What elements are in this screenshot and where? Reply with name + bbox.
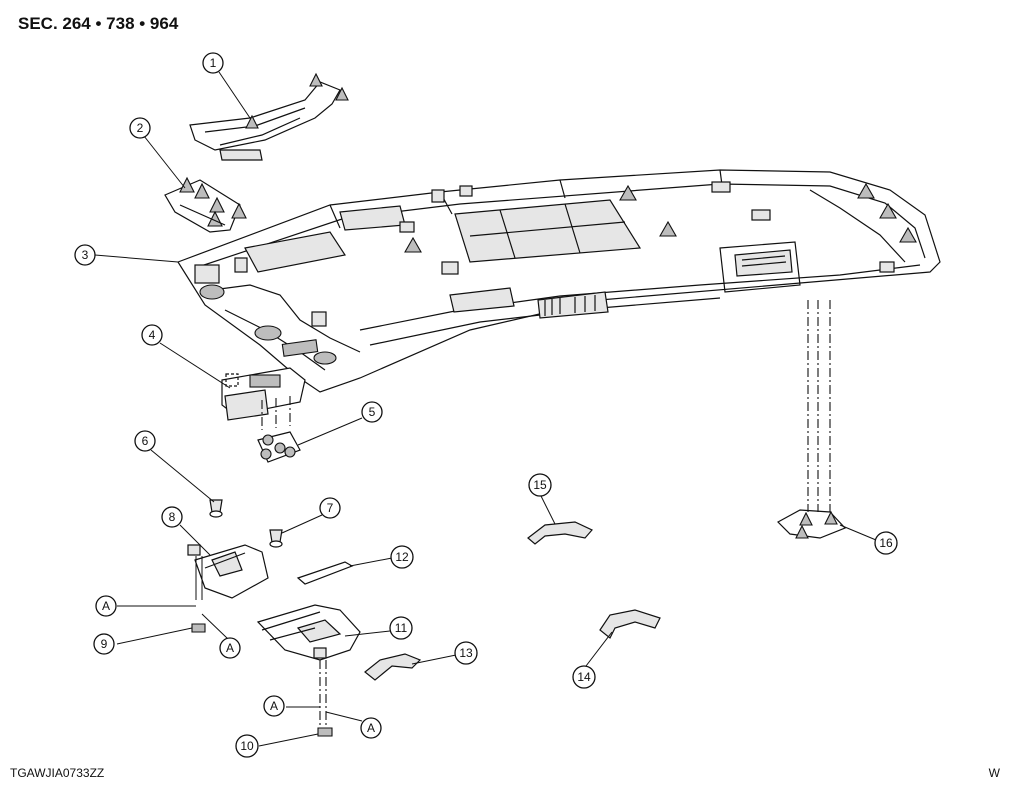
callout-6: 6 — [134, 430, 156, 452]
ref-a-1: A — [95, 595, 117, 617]
callout-10-label: 10 — [240, 739, 254, 753]
figure-code: TGAWJIA0733ZZ — [10, 766, 105, 780]
callout-12-label: 12 — [395, 550, 409, 564]
callout-2: 2 — [129, 117, 151, 139]
callout-2-label: 2 — [137, 121, 144, 135]
callout-15: 15 — [528, 473, 552, 497]
headlining-panel — [177, 169, 941, 393]
callout-11: 11 — [389, 616, 413, 640]
callout-5: 5 — [361, 401, 383, 423]
ref-a-4: A — [360, 717, 382, 739]
ref-a-1-label: A — [102, 599, 110, 613]
part-4-map-lamp — [221, 367, 306, 430]
callout-14-label: 14 — [577, 670, 591, 684]
callout-16-label: 16 — [879, 536, 893, 550]
callout-5-label: 5 — [369, 405, 376, 419]
ref-a-4-label: A — [367, 721, 375, 735]
part-11-sun-visor — [256, 604, 361, 737]
callout-3: 3 — [74, 244, 96, 266]
callout-11-label: 11 — [395, 621, 408, 635]
ref-a-3: A — [263, 695, 285, 717]
callout-8: 8 — [161, 506, 183, 528]
callout-10: 10 — [235, 734, 259, 758]
part-15-assist-grip — [527, 521, 593, 545]
ref-a-3-label: A — [270, 699, 278, 713]
callout-8-label: 8 — [169, 510, 176, 524]
callout-4: 4 — [141, 324, 163, 346]
section-title: SEC. 264 • 738 • 964 — [18, 14, 179, 33]
part-16-room-lamp — [777, 300, 847, 539]
part-1-roof-bracket — [189, 72, 349, 161]
callout-9: 9 — [93, 633, 115, 655]
callout-13-label: 13 — [459, 646, 473, 660]
callout-13: 13 — [454, 641, 478, 665]
callout-14: 14 — [572, 665, 596, 689]
callout-7: 7 — [319, 497, 341, 519]
callout-1-label: 1 — [210, 56, 217, 70]
callout-3-label: 3 — [82, 248, 89, 262]
part-5-clips — [257, 431, 301, 463]
callout-4-label: 4 — [149, 328, 156, 342]
callout-1: 1 — [202, 52, 224, 74]
corner-mark: W — [988, 766, 1000, 780]
callout-6-label: 6 — [142, 434, 149, 448]
ref-a-2: A — [219, 637, 241, 659]
ref-a-2-label: A — [226, 641, 234, 655]
callout-9-label: 9 — [101, 637, 108, 651]
part-7-clip — [269, 529, 283, 548]
part-13-assist-grip — [364, 653, 422, 681]
part-6-clip — [209, 499, 223, 518]
callout-12: 12 — [390, 545, 414, 569]
part-14-assist-grip — [599, 609, 661, 639]
part-2-lamp-bracket — [164, 176, 247, 233]
leader-lines — [94, 71, 877, 747]
part-8-sun-visor — [187, 544, 269, 633]
callout-7-label: 7 — [327, 501, 334, 515]
part-12-visor-holder — [296, 561, 354, 585]
callout-15-label: 15 — [533, 478, 547, 492]
callout-16: 16 — [874, 531, 898, 555]
